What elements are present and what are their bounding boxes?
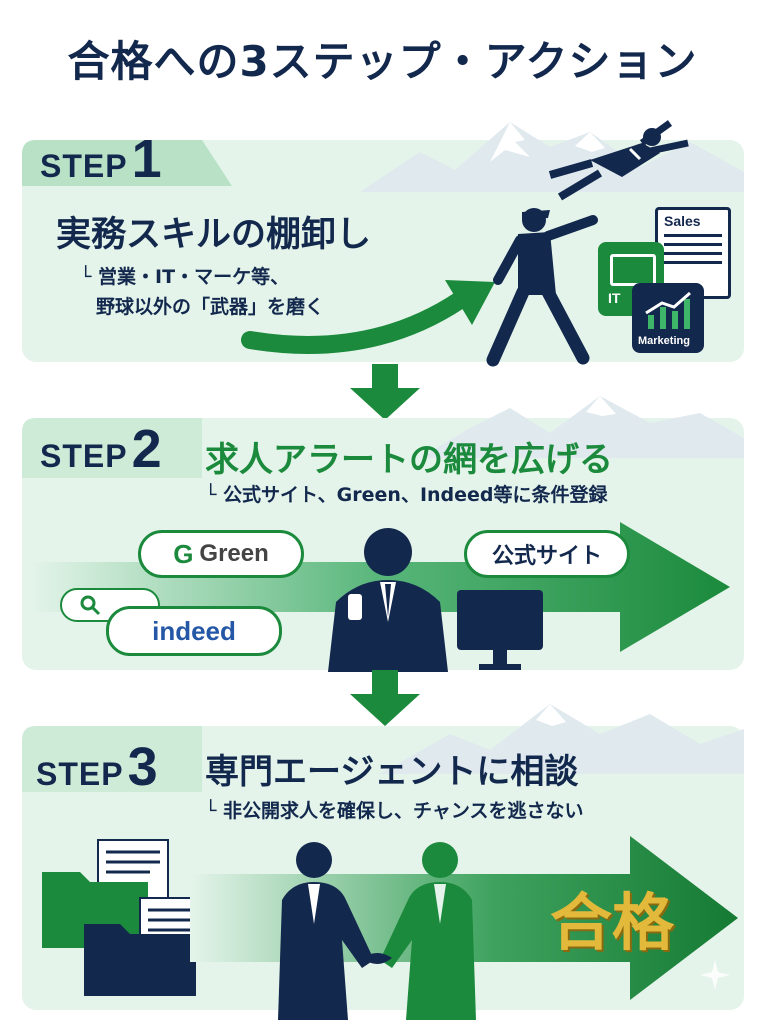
step1-heading: 実務スキルの棚卸し <box>56 215 372 255</box>
step1-sub-line1: └ 営業・IT・マーケ等、 <box>80 266 290 288</box>
sparkle-icon <box>700 960 730 990</box>
pass-text: 合格 <box>550 886 675 959</box>
down-arrow-icon <box>350 670 420 726</box>
step2-tab <box>22 418 202 478</box>
marketing-icon: Marketing <box>632 283 704 353</box>
search-icon <box>80 595 101 616</box>
step1-sub-line2: 野球以外の「武器」を磨く <box>96 296 325 318</box>
step2-label: STEP2 <box>40 419 162 479</box>
green-bubble: G Green <box>138 530 304 578</box>
baseball-player-icon <box>486 208 598 367</box>
falling-businessman-icon <box>548 120 689 201</box>
step2-sub: └ 公式サイト、Green、Indeed等に条件登録 <box>205 484 608 506</box>
step1-tab <box>22 140 232 186</box>
step3-label: STEP3 <box>36 737 158 797</box>
step1-label: STEP1 <box>40 129 162 189</box>
green-logo-icon: G <box>173 538 194 569</box>
computer-monitor-icon <box>457 590 543 670</box>
mountain-illustration <box>360 122 744 192</box>
page-title: 合格への3ステップ・アクション <box>67 37 698 86</box>
mountain-illustration <box>420 396 744 458</box>
step3-tab <box>22 726 202 792</box>
step3-sub: └ 非公開求人を確保し、チャンスを逃さない <box>205 800 584 822</box>
step3-heading: 専門エージェントに相談 <box>205 752 579 792</box>
mountain-illustration <box>380 704 744 774</box>
step2-heading: 求人アラートの網を広げる <box>205 440 613 480</box>
indeed-bubble: indeed <box>106 606 282 656</box>
businessman-phone-icon <box>328 528 448 672</box>
down-arrow-icon <box>350 364 420 420</box>
curved-arrow-icon <box>241 280 495 354</box>
handshake-businessmen-icon <box>278 842 476 1020</box>
official-site-bubble: 公式サイト <box>464 530 630 578</box>
